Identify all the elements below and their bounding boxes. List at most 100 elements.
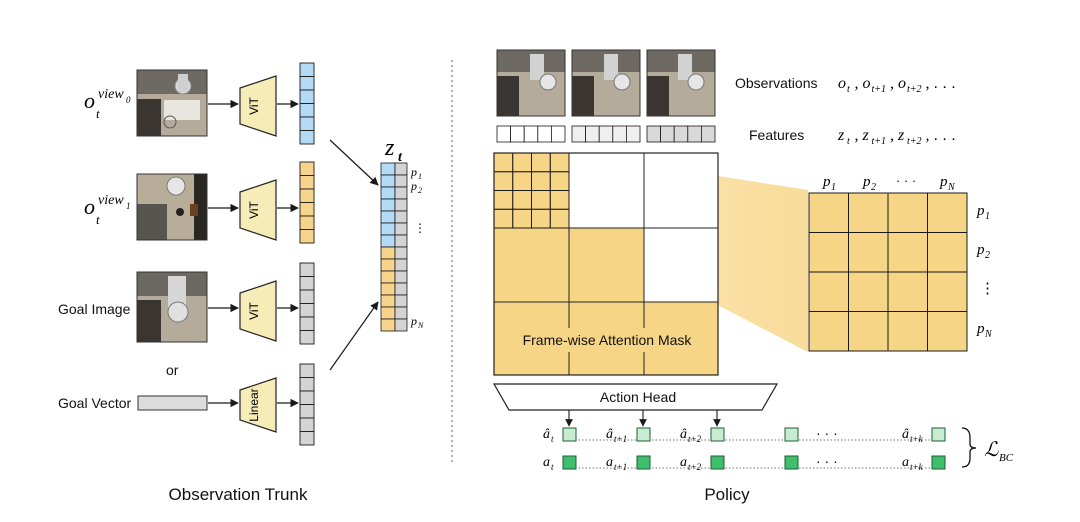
seq-comma: , (890, 127, 894, 144)
action-label-subscript: t+1 (614, 462, 627, 472)
view0-token (299, 89, 315, 104)
svg-text:p: p (939, 174, 948, 190)
zt-token-labels: p 1 p 2 ⋮ p N (410, 165, 426, 330)
seq-comma: , (926, 75, 930, 92)
svg-text:t: t (96, 212, 100, 227)
vit-encoder-0: ViT (239, 75, 277, 137)
zoom-cell (927, 271, 968, 312)
svg-text:ViT: ViT (247, 96, 261, 114)
feature-cell (626, 125, 641, 143)
zt-token (380, 282, 396, 296)
observations-label: Observations (735, 75, 817, 91)
zt-goal-token (394, 306, 408, 320)
goal-vector-token (299, 417, 315, 432)
seq-comma: , (855, 127, 859, 144)
seq-comma: , (890, 75, 894, 92)
svg-text:z: z (384, 135, 395, 161)
loss-brace (961, 427, 977, 468)
goal-image-thumbnail (136, 271, 208, 343)
zt-goal-token (394, 234, 408, 248)
view1-token (299, 229, 315, 244)
zoom-cell (927, 232, 968, 273)
svg-text:1: 1 (985, 211, 990, 222)
zoom-cell (887, 311, 928, 352)
svg-text:BC: BC (999, 452, 1014, 464)
zoom-cell (848, 232, 889, 273)
action-label-subscript: t (551, 462, 554, 472)
svg-text:1: 1 (418, 172, 422, 181)
view0-token (299, 116, 315, 131)
action-label: a (543, 455, 550, 470)
view0-token (299, 62, 315, 77)
action-ellipsis: · · · (816, 425, 838, 441)
policy-caption: Policy (704, 485, 750, 504)
zt-goal-token (394, 198, 408, 212)
action-label-subscript: t+k (910, 462, 924, 472)
action-label-subscript: t+2 (688, 434, 702, 444)
svg-text:p: p (410, 165, 417, 179)
svg-text:Linear: Linear (247, 388, 261, 421)
true-action-box (562, 455, 577, 470)
svg-text:N: N (984, 329, 993, 340)
zoom-cell (887, 271, 928, 312)
svg-text:N: N (947, 182, 956, 193)
goal-vector-label: Goal Vector (58, 395, 131, 411)
feature-cell (646, 125, 662, 143)
view0-token (299, 76, 315, 91)
zoom-cell (848, 271, 889, 312)
action-label: â (680, 427, 687, 442)
zoom-cell (848, 192, 889, 233)
feature-cell (660, 125, 675, 143)
token-column-view0 (299, 62, 315, 145)
goal-token (299, 316, 315, 331)
seq-subscript: t (847, 136, 850, 147)
zoom-cell (848, 311, 889, 352)
zoom-cell (927, 311, 968, 352)
seq-comma: , (855, 75, 859, 92)
true-action-box (931, 455, 946, 470)
linear-encoder: Linear (239, 377, 277, 433)
zt-goal-token (394, 294, 408, 308)
zt-goal-token (394, 246, 408, 260)
zt-token (380, 246, 396, 260)
seq-symbol: o (863, 75, 871, 92)
mask-label-box: Frame-wise Attention Mask (512, 328, 702, 352)
goal-vector-token (299, 431, 315, 446)
goal-image-label: Goal Image (58, 301, 131, 317)
zt-goal-token (394, 186, 408, 200)
feature-cell (510, 125, 525, 143)
zt-goal-token (394, 258, 408, 272)
goal-vector-token (299, 377, 315, 392)
goal-token (299, 303, 315, 318)
action-label: â (543, 427, 550, 442)
zt-token (380, 234, 396, 248)
svg-text:p: p (822, 174, 831, 190)
goal-token (299, 330, 315, 345)
zoom-cell (887, 232, 928, 273)
seq-subscript: t (847, 84, 850, 95)
zoom-row-labels: p 1 p 2 ⋮ p N (976, 203, 995, 340)
action-label: â (606, 427, 613, 442)
observation-frame-1 (571, 49, 641, 117)
mask-label: Frame-wise Attention Mask (523, 332, 693, 348)
view0-token (299, 130, 315, 145)
svg-text:p: p (862, 174, 871, 190)
action-label-subscript: t+2 (688, 462, 702, 472)
obs-view0-label: o t view 0 (84, 87, 131, 121)
svg-text:ViT: ViT (247, 200, 261, 218)
zt-token (380, 306, 396, 320)
action-label: a (606, 455, 613, 470)
zoom-cell (808, 311, 849, 352)
seq-subscript: t+2 (907, 136, 922, 147)
zt-goal-token (394, 222, 408, 236)
svg-text:p: p (976, 242, 985, 258)
action-label: â (902, 427, 909, 442)
camera-image-view1 (136, 173, 208, 241)
seq-subscript: t+1 (872, 84, 887, 95)
seq-symbol: z (862, 127, 870, 144)
zoom-cell (808, 192, 849, 233)
svg-text:t: t (96, 106, 100, 121)
